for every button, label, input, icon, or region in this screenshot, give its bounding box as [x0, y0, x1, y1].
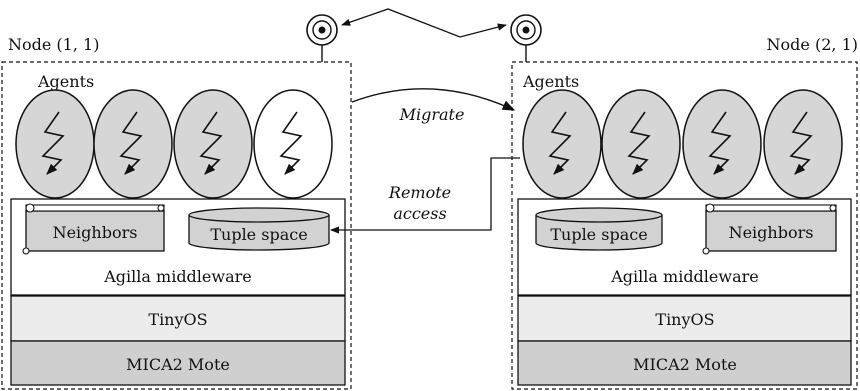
tuple-space: Tuple space: [535, 207, 663, 251]
agent-icon: [522, 89, 602, 199]
agent-pool: [15, 89, 333, 199]
tuple-space-label: Tuple space: [210, 225, 307, 244]
mote-label: MICA2 Mote: [126, 355, 230, 374]
mote-layer: MICA2 Mote: [10, 340, 346, 386]
tinyos-label: TinyOS: [655, 310, 714, 329]
tinyos-layer: TinyOS: [517, 295, 852, 342]
migrate-flow: Migrate: [351, 88, 516, 124]
agents-label: Agents: [522, 72, 579, 91]
middleware-label: Agilla middleware: [610, 267, 758, 286]
remote-access-label-line1: Remote: [388, 183, 451, 202]
agent-icon: [601, 89, 681, 199]
agent-icon: [763, 89, 843, 199]
node-boundary: [1, 61, 352, 390]
mote-label: MICA2 Mote: [633, 355, 737, 374]
middleware-label: Agilla middleware: [103, 267, 251, 286]
agents-label: Agents: [37, 72, 94, 91]
tuple-space-label: Tuple space: [550, 225, 647, 244]
node-right: Node (2, 1) Agents: [511, 35, 858, 390]
agent-icon: [173, 89, 253, 199]
agent-icon: [15, 89, 95, 199]
tinyos-label: TinyOS: [148, 310, 207, 329]
neighbors-label: Neighbors: [53, 223, 138, 242]
neighbors-table: Neighbors: [702, 203, 837, 255]
migrate-arrow: [351, 88, 516, 111]
agent-icon: [93, 89, 173, 199]
remote-access-arrow: [330, 157, 520, 234]
remote-access-flow: Remote access: [330, 157, 520, 234]
antenna-icon: [510, 14, 542, 62]
tinyos-layer: TinyOS: [10, 295, 346, 342]
mote-layer: MICA2 Mote: [517, 340, 852, 386]
tuple-space: Tuple space: [188, 207, 330, 251]
antenna-icon: [306, 14, 338, 62]
neighbors-table: Neighbors: [22, 203, 165, 255]
agent-pool: [522, 89, 843, 199]
wireless-link-arrow: [341, 8, 507, 38]
remote-access-label-line2: access: [393, 204, 446, 223]
agent-icon: [682, 89, 762, 199]
radio-link: [306, 8, 542, 62]
node-title: Node (2, 1): [767, 35, 858, 54]
node-left: Node (1, 1) Agents: [1, 35, 352, 390]
agent-icon-migrated: [253, 89, 333, 199]
node-title: Node (1, 1): [8, 35, 99, 54]
migrate-label: Migrate: [399, 105, 465, 124]
neighbors-label: Neighbors: [729, 223, 814, 242]
